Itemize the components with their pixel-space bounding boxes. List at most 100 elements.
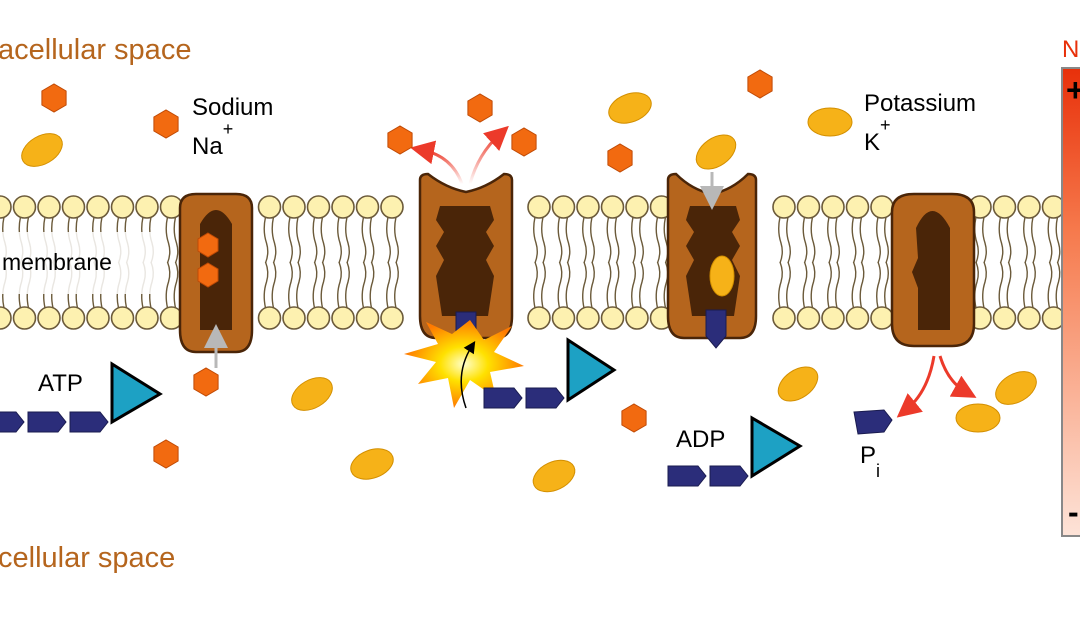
potassium-ion: [955, 403, 1001, 433]
lipid-head: [306, 306, 331, 330]
lipid-tail: [1023, 216, 1036, 264]
potassium-ion: [695, 134, 737, 170]
lipid-head: [870, 195, 894, 219]
sodium-name: Sodium: [192, 94, 274, 121]
sodium-ion: [153, 439, 179, 469]
potassium-name: Potassium: [864, 90, 977, 117]
lipid-tail: [998, 216, 1012, 264]
lipid-head: [796, 306, 821, 330]
lipid-tail: [655, 261, 669, 309]
lipid-head: [12, 195, 37, 219]
lipid-tail: [288, 261, 301, 309]
lipid-head: [355, 195, 380, 219]
lipid-tail: [802, 216, 816, 264]
lipid-tail: [386, 261, 399, 309]
potassium-ions: [21, 92, 1037, 493]
lipid-tail: [778, 261, 791, 309]
potassium-ion: [21, 133, 63, 167]
lipid-head: [135, 195, 159, 219]
gradient-bar-partial-label: N: [1062, 36, 1080, 63]
lipid-head: [625, 195, 649, 219]
sodium-ion: [467, 93, 493, 123]
lipid-tail: [557, 261, 571, 309]
potassium-label: Potassium: [864, 92, 976, 116]
sodium-ion: [621, 403, 647, 433]
lipid-tail: [361, 216, 375, 264]
lipid-head: [772, 306, 796, 330]
lipid-tail: [312, 261, 326, 309]
lipid-tail: [827, 216, 840, 264]
phosphate-label: Pi: [860, 444, 880, 480]
lipid-tail: [631, 261, 644, 309]
lipid-tail: [876, 216, 889, 264]
lipid-tail: [1047, 261, 1061, 309]
lipid-tail: [827, 261, 840, 309]
lipid-head: [12, 306, 37, 330]
extracellular-label: acellular space: [0, 34, 192, 66]
lipid-tail: [165, 216, 179, 264]
inorganic-phosphate: [853, 409, 893, 435]
lipid-tail: [533, 216, 546, 264]
gradient-bar: [1061, 67, 1080, 537]
potassium-ion: [995, 371, 1037, 405]
lipid-head: [331, 306, 355, 330]
lipid-head: [625, 306, 649, 330]
lipid-head: [992, 306, 1017, 330]
lipid-tail: [557, 216, 571, 264]
lipid-tail: [606, 216, 620, 264]
lipid-head: [576, 195, 600, 219]
lipid-tail: [263, 261, 277, 309]
lipid-tail: [974, 216, 987, 264]
sodium-symbol: Na: [192, 133, 223, 160]
pump-3: [666, 172, 758, 349]
lipid-head: [527, 306, 551, 330]
lipid-head: [551, 306, 576, 330]
lipid-bilayer: [0, 195, 1066, 330]
lipid-head: [306, 195, 331, 219]
lipid-tail: [851, 261, 865, 309]
lipid-tail: [312, 216, 326, 264]
lipid-head: [0, 195, 12, 219]
potassium-ion: [807, 107, 853, 137]
lipid-tail: [778, 216, 791, 264]
lipid-head: [845, 195, 870, 219]
potassium-formula: K+: [864, 116, 891, 156]
lipid-head: [37, 195, 61, 219]
phosphates-after-hydrolysis: [483, 337, 617, 409]
sodium-ion: [41, 83, 67, 113]
lipid-tail: [361, 261, 375, 309]
lipid-head: [257, 195, 282, 219]
atp-label: ATP: [38, 370, 83, 397]
sodium-ion: [153, 109, 179, 139]
sodium-ions: [41, 69, 773, 469]
adp-label: ADP: [676, 426, 726, 453]
lipid-tail: [974, 261, 987, 309]
sodium-charge: +: [222, 119, 234, 139]
lipid-head: [821, 195, 845, 219]
lipid-tail: [337, 216, 350, 264]
membrane-label-backdrop: [0, 232, 160, 294]
lipid-head: [282, 306, 306, 330]
lipid-head: [870, 306, 894, 330]
potassium-symbol: K: [864, 129, 881, 156]
potassium-ion: [350, 448, 394, 480]
potassium-ion: [291, 377, 333, 411]
lipid-head: [257, 306, 282, 330]
lipid-head: [110, 306, 135, 330]
lipid-tail: [165, 261, 179, 309]
lipid-tail: [655, 216, 669, 264]
sodium-ion: [511, 127, 537, 157]
lipid-head: [331, 195, 355, 219]
sodium-ion: [607, 143, 633, 173]
lipid-head: [61, 195, 86, 219]
sodium-label: Sodium: [192, 96, 273, 120]
lipid-tail: [533, 261, 546, 309]
lipid-head: [1017, 195, 1041, 219]
lipid-head: [1017, 306, 1041, 330]
lipid-head: [845, 306, 870, 330]
membrane-label: membrane: [2, 249, 112, 275]
lipid-tail: [1047, 216, 1061, 264]
phosphorylation-arrow: [460, 340, 476, 409]
atp-molecule: [0, 361, 163, 433]
